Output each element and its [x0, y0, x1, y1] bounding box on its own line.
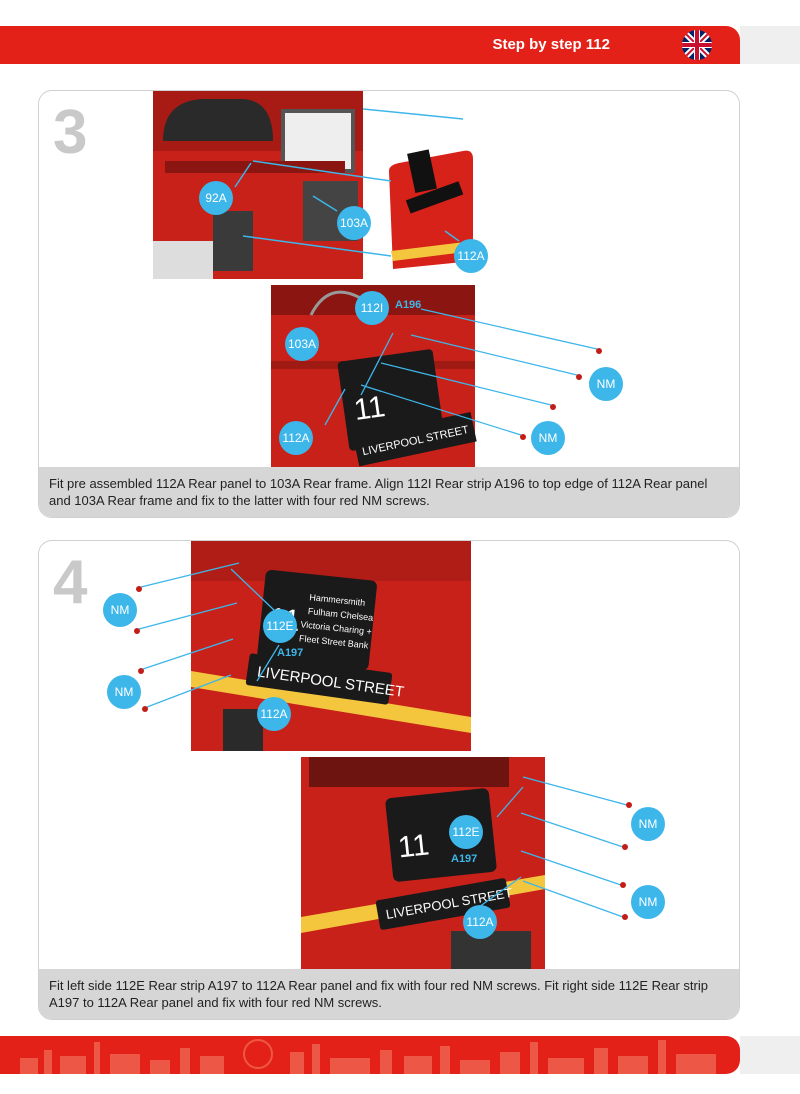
callout-nm-right-bottom: NM [631, 885, 665, 919]
callout-112e-left: 112E [263, 609, 297, 643]
bus-rear-frame-image [153, 91, 473, 279]
svg-text:11: 11 [396, 828, 430, 864]
callout-92a: 92A [199, 181, 233, 215]
step-4-card: 4 11 Hammersmith Fulham Chelsea Victoria… [38, 540, 740, 1020]
callout-112a-left: 112A [257, 697, 291, 731]
tag-a196: A196 [395, 299, 422, 311]
callout-nm-left-top: NM [103, 593, 137, 627]
footer-skyline [0, 1036, 740, 1074]
callout-103a-lower: 103A [285, 327, 319, 361]
callout-nm-left-bottom: NM [107, 675, 141, 709]
step-3-caption: Fit pre assembled 112A Rear panel to 103… [39, 467, 739, 517]
callout-103a: 103A [337, 206, 371, 240]
callout-112e-right: 112E [449, 815, 483, 849]
step-number: 4 [53, 548, 88, 617]
callout-nm-right-top: NM [631, 807, 665, 841]
bus-rear-right-image: 11 LIVERPOOL STREET [301, 757, 632, 971]
callout-nm: NM [589, 367, 623, 401]
route-number: 11 [352, 390, 387, 427]
callout-112i: 112I [355, 291, 389, 325]
footer-margin [740, 1036, 800, 1074]
london-skyline-icon [20, 1039, 716, 1074]
uk-flag-icon [682, 30, 712, 60]
step-4-caption: Fit left side 112E Rear strip A197 to 11… [39, 969, 739, 1019]
header-band: Step by step 112 [0, 26, 740, 64]
bus-rear-left-image: 11 Hammersmith Fulham Chelsea Victoria C… [134, 541, 471, 751]
callout-112a: 112A [454, 239, 488, 273]
callout-nm-lower: NM [531, 421, 565, 455]
callout-112a-lower: 112A [279, 421, 313, 455]
header-margin [740, 26, 800, 64]
page-title: Step by step 112 [492, 36, 610, 53]
step-number: 3 [53, 98, 88, 167]
step-3-card: 3 92A 103A 112A 11 LIVERPOOL STREET [38, 90, 740, 518]
tag-a197-right: A197 [451, 853, 478, 865]
tag-a197-left: A197 [277, 647, 304, 659]
callout-112a-right: 112A [463, 905, 497, 939]
